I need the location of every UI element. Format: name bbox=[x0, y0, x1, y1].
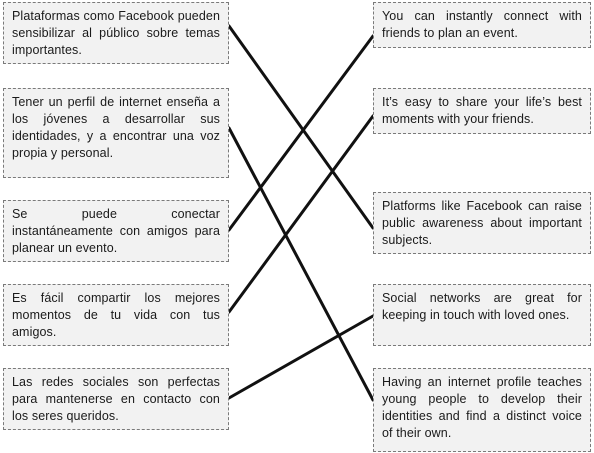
english-phrase-box-2[interactable]: It’s easy to share your life’s best mome… bbox=[373, 88, 591, 134]
connector-line-0 bbox=[227, 24, 375, 230]
spanish-phrase-text: Se puede conectar instantáneamente con a… bbox=[12, 207, 220, 255]
spanish-phrase-box-4[interactable]: Es fácil compartir los mejores momentos … bbox=[3, 284, 229, 346]
english-phrase-box-4[interactable]: Social networks are great for keeping in… bbox=[373, 284, 591, 346]
spanish-phrase-box-2[interactable]: Tener un perfil de internet enseña a los… bbox=[3, 88, 229, 178]
connector-line-4 bbox=[227, 314, 375, 400]
spanish-phrase-text: Tener un perfil de internet enseña a los… bbox=[12, 95, 220, 160]
spanish-phrase-text: Plataformas como Facebook pueden sensibi… bbox=[12, 9, 220, 57]
english-phrase-box-3[interactable]: Platforms like Facebook can raise public… bbox=[373, 192, 591, 254]
english-phrase-text: Platforms like Facebook can raise public… bbox=[382, 199, 582, 247]
spanish-phrase-box-3[interactable]: Se puede conectar instantáneamente con a… bbox=[3, 200, 229, 262]
english-phrase-text: Social networks are great for keeping in… bbox=[382, 291, 582, 322]
spanish-phrase-box-1[interactable]: Plataformas como Facebook pueden sensibi… bbox=[3, 2, 229, 64]
english-phrase-text: Having an internet profile teaches young… bbox=[382, 375, 582, 440]
english-phrase-box-1[interactable]: You can instantly connect with friends t… bbox=[373, 2, 591, 48]
spanish-phrase-text: Las redes sociales son perfectas para ma… bbox=[12, 375, 220, 423]
connector-line-1 bbox=[227, 126, 375, 402]
spanish-phrase-box-5[interactable]: Las redes sociales son perfectas para ma… bbox=[3, 368, 229, 430]
english-phrase-box-5[interactable]: Having an internet profile teaches young… bbox=[373, 368, 591, 452]
connector-line-3 bbox=[227, 114, 375, 314]
spanish-phrase-text: Es fácil compartir los mejores momentos … bbox=[12, 291, 220, 339]
connector-line-2 bbox=[227, 34, 375, 232]
english-phrase-text: You can instantly connect with friends t… bbox=[382, 9, 582, 40]
english-phrase-text: It’s easy to share your life’s best mome… bbox=[382, 95, 582, 126]
